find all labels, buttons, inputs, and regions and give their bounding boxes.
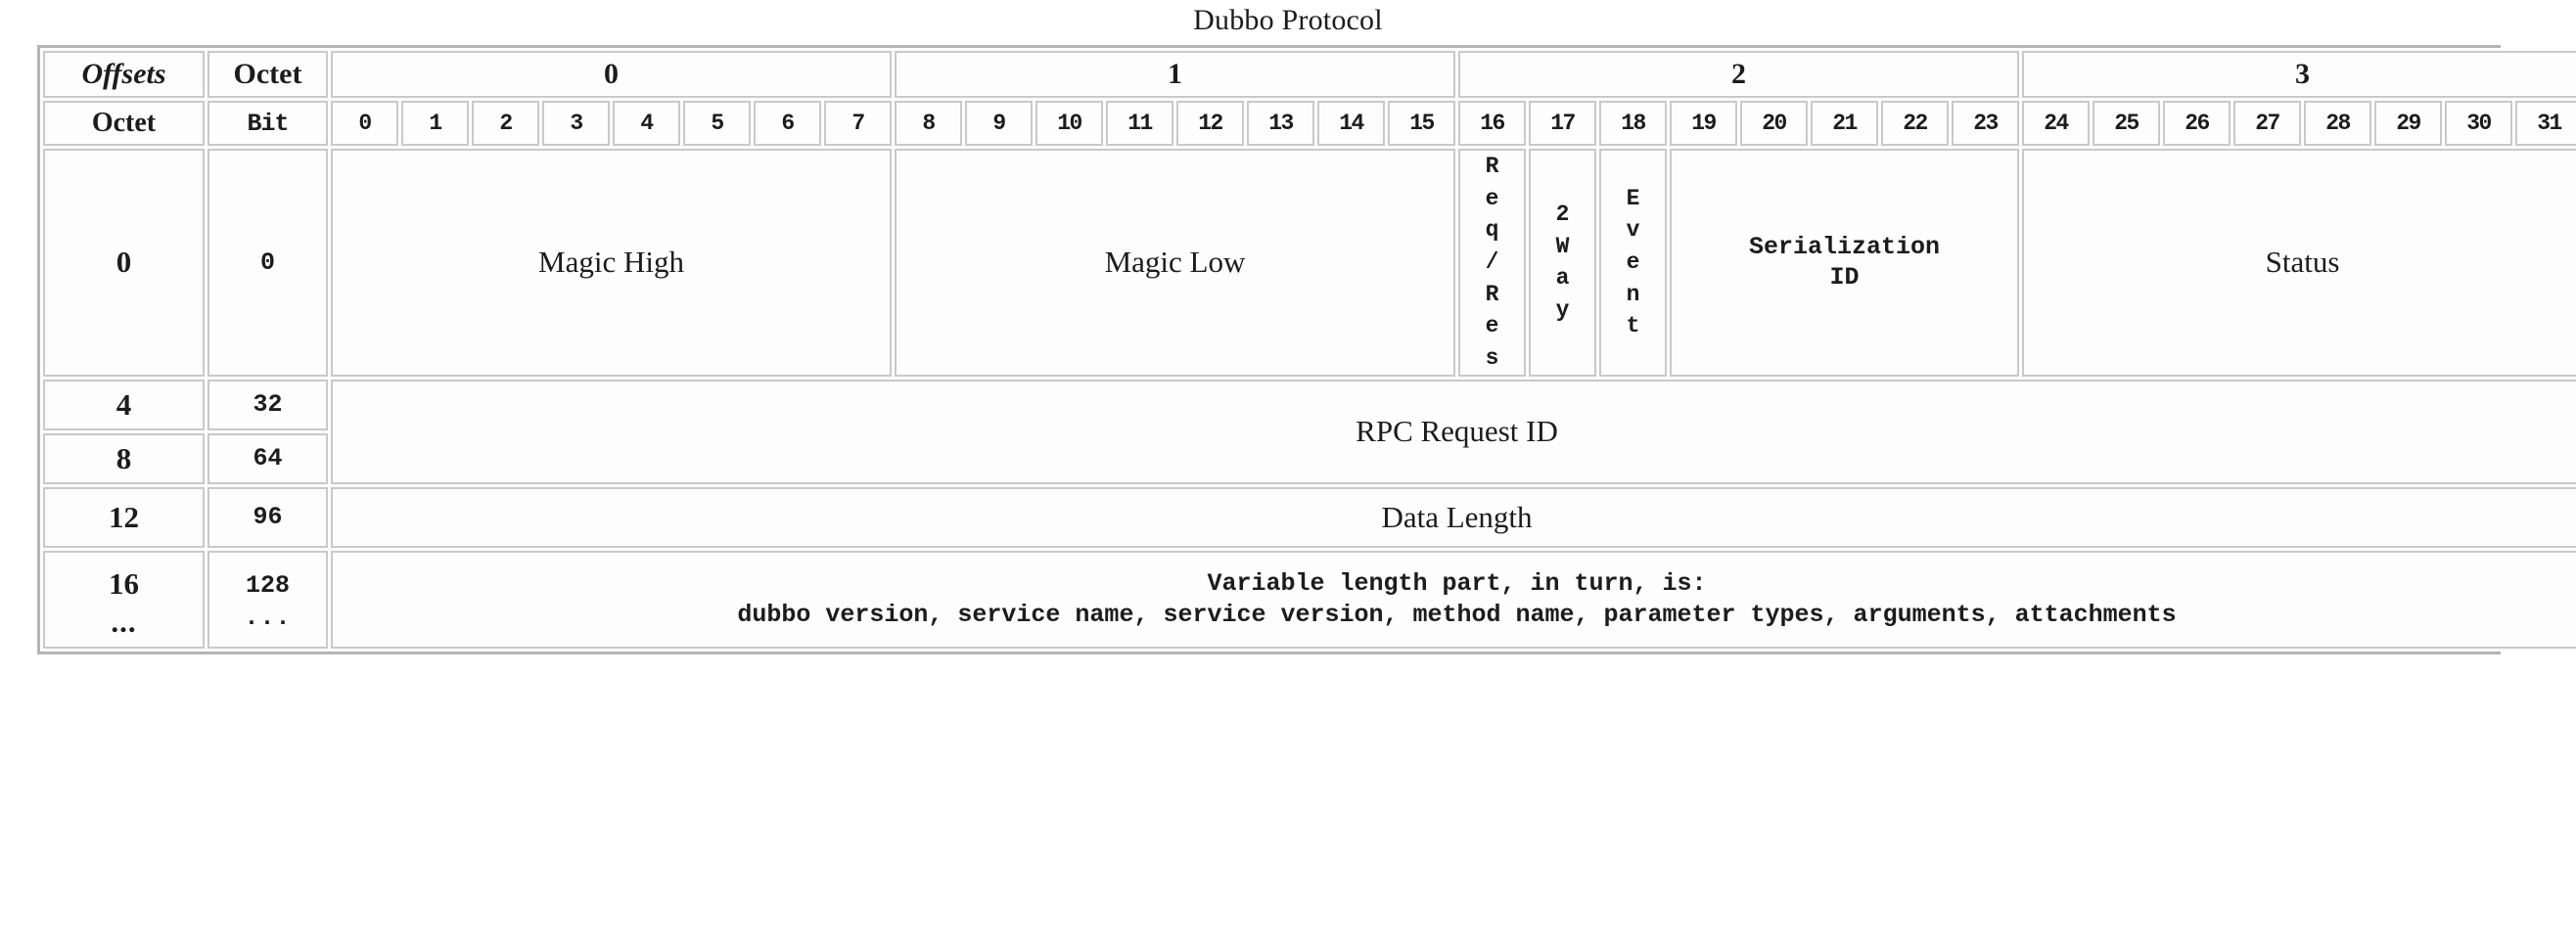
- bit-number-6: 6: [754, 101, 821, 146]
- bit-number-23: 23: [1952, 101, 2019, 146]
- bit-number-18: 18: [1599, 101, 1667, 146]
- offset-bit-96: 96: [207, 486, 328, 548]
- bit-number-28: 28: [2304, 101, 2371, 146]
- serialization-id-line-1: Serialization: [1748, 233, 1941, 262]
- field-two-way: 2 W a y: [1529, 149, 1596, 377]
- bit-number-4: 4: [613, 101, 680, 146]
- offset-bit-128: 128: [245, 571, 290, 601]
- req-res-letter-3: /: [1485, 248, 1499, 275]
- event-letter-2: e: [1626, 248, 1640, 275]
- two-way-letter-2: a: [1555, 265, 1570, 292]
- offset-octet-0: 0: [43, 149, 205, 377]
- bit-number-31: 31: [2515, 101, 2576, 146]
- protocol-table: Offsets Octet 0 1 2 3 Octet Bit 0 1 2 3 …: [40, 48, 2576, 652]
- table-row-offset-0: 0 0 Magic High Magic Low R e q / R e s: [43, 149, 2576, 377]
- header-row-octet-groups: Offsets Octet 0 1 2 3: [43, 51, 2576, 98]
- two-way-letter-0: 2: [1555, 201, 1570, 227]
- offset-octet-4: 4: [43, 379, 205, 430]
- table-row-offset-4: 4 32 RPC Request ID: [43, 379, 2576, 484]
- bit-number-9: 9: [965, 101, 1033, 146]
- offset-bit-32: 32: [207, 379, 328, 430]
- variable-length-line-1: Variable length part, in turn, is:: [1207, 569, 1707, 599]
- offsets-header: Offsets: [43, 51, 205, 98]
- bit-number-19: 19: [1670, 101, 1737, 146]
- field-magic-low: Magic Low: [895, 149, 1455, 377]
- offset-bit-128-continuation: ...: [244, 604, 292, 633]
- bit-number-0: 0: [331, 101, 398, 146]
- bit-number-12: 12: [1176, 101, 1244, 146]
- offset-octet-16-stack: 16 ...: [45, 553, 203, 647]
- bit-number-3: 3: [542, 101, 610, 146]
- bit-number-1: 1: [401, 101, 469, 146]
- bit-row-header: Bit: [207, 101, 328, 146]
- offset-octet-16-cell: 16 ...: [43, 550, 205, 649]
- bit-number-17: 17: [1529, 101, 1596, 146]
- bit-number-15: 15: [1388, 101, 1455, 146]
- bit-number-10: 10: [1035, 101, 1103, 146]
- two-way-letter-1: W: [1555, 233, 1570, 259]
- table-row-offset-16: 16 ... 128 ... Variable length part, in …: [43, 550, 2576, 649]
- octet-group-3: 3: [2022, 51, 2576, 98]
- bit-number-26: 26: [2163, 101, 2231, 146]
- offset-bit-64: 64: [207, 432, 328, 484]
- field-variable-length-part: Variable length part, in turn, is: dubbo…: [331, 550, 2576, 649]
- bit-number-2: 2: [472, 101, 539, 146]
- field-event: E v e n t: [1599, 149, 1667, 377]
- two-way-letters: 2 W a y: [1531, 151, 1594, 375]
- bit-number-29: 29: [2374, 101, 2442, 146]
- field-serialization-id: Serialization ID: [1670, 149, 2019, 377]
- bit-number-11: 11: [1106, 101, 1173, 146]
- table-row-offset-12: 12 96 Data Length: [43, 486, 2576, 548]
- octet-row-header: Octet: [43, 101, 205, 146]
- serialization-id-line-2: ID: [1829, 263, 1860, 292]
- req-res-letter-2: q: [1485, 217, 1499, 244]
- req-res-letter-5: e: [1485, 313, 1499, 339]
- octet-group-2: 2: [1458, 51, 2019, 98]
- bit-number-24: 24: [2022, 101, 2090, 146]
- field-data-length: Data Length: [331, 486, 2576, 548]
- offset-bit-128-stack: 128 ...: [209, 553, 326, 647]
- bit-number-8: 8: [895, 101, 962, 146]
- octet-group-1: 1: [895, 51, 1455, 98]
- offset-octet-16: 16: [109, 566, 139, 602]
- event-letter-4: t: [1626, 313, 1640, 339]
- field-magic-high: Magic High: [331, 149, 892, 377]
- bit-number-22: 22: [1881, 101, 1949, 146]
- offset-octet-12: 12: [43, 486, 205, 548]
- bit-number-13: 13: [1247, 101, 1314, 146]
- req-res-letter-1: e: [1485, 185, 1499, 211]
- bit-number-5: 5: [683, 101, 751, 146]
- field-req-res: R e q / R e s: [1458, 149, 1526, 377]
- bit-number-7: 7: [824, 101, 892, 146]
- octet-header: Octet: [207, 51, 328, 98]
- bit-number-20: 20: [1740, 101, 1808, 146]
- req-res-letter-0: R: [1485, 154, 1499, 179]
- bit-number-30: 30: [2445, 101, 2512, 146]
- two-way-letter-3: y: [1555, 296, 1570, 323]
- event-letters: E v e n t: [1601, 151, 1665, 375]
- event-letter-1: v: [1626, 217, 1640, 244]
- protocol-table-wrapper: Offsets Octet 0 1 2 3 Octet Bit 0 1 2 3 …: [37, 45, 2576, 654]
- header-row-bit-numbers: Octet Bit 0 1 2 3 4 5 6 7 8 9 10 11 12 1…: [43, 101, 2576, 146]
- octet-group-0: 0: [331, 51, 892, 98]
- offset-bit-0: 0: [207, 149, 328, 377]
- bit-number-21: 21: [1811, 101, 1878, 146]
- req-res-letter-4: R: [1485, 281, 1499, 307]
- event-letter-0: E: [1626, 185, 1640, 211]
- table-row-offset-8: 8 64: [43, 432, 2576, 484]
- offset-octet-16-continuation: ...: [111, 605, 137, 640]
- bit-number-16: 16: [1458, 101, 1526, 146]
- bit-number-14: 14: [1317, 101, 1385, 146]
- field-rpc-request-id: RPC Request ID: [331, 379, 2576, 484]
- field-status: Status: [2022, 149, 2576, 377]
- bit-number-27: 27: [2233, 101, 2301, 146]
- req-res-letters: R e q / R e s: [1460, 151, 1524, 375]
- event-letter-3: n: [1626, 281, 1640, 307]
- offset-octet-8: 8: [43, 432, 205, 484]
- page-title: Dubbo Protocol: [1193, 4, 1383, 36]
- bit-number-25: 25: [2093, 101, 2160, 146]
- offset-bit-128-cell: 128 ...: [207, 550, 328, 649]
- req-res-letter-6: s: [1485, 344, 1499, 371]
- variable-length-line-2: dubbo version, service name, service ver…: [737, 600, 2177, 629]
